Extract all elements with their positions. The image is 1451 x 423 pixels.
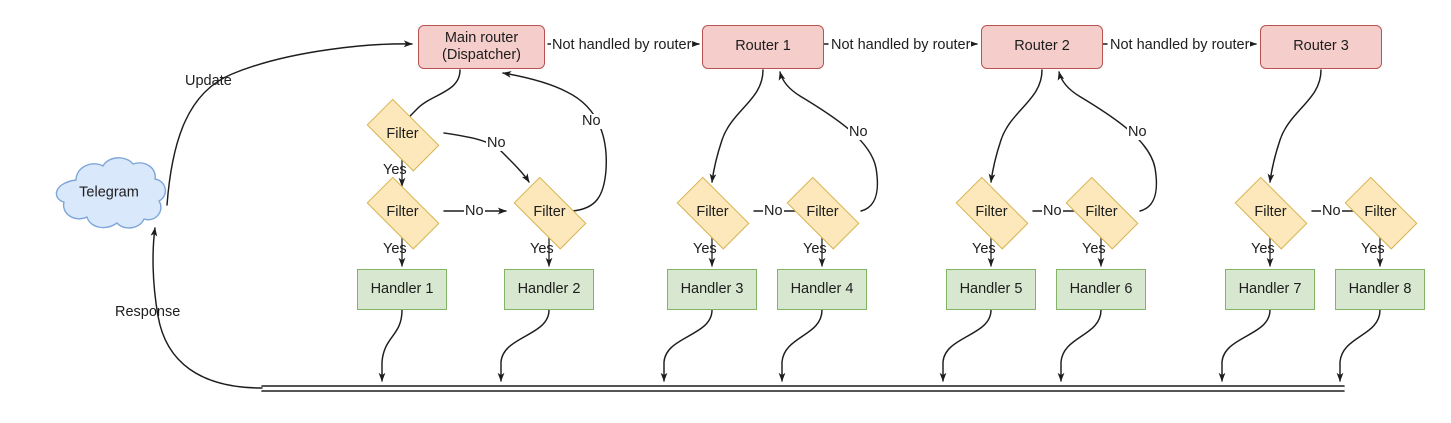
edge-label-not-handled-3: Not handled by router [1109, 37, 1251, 53]
handler-3[interactable]: Handler 3 [667, 269, 757, 310]
edge-label-no-1: No [486, 135, 507, 151]
router-1[interactable]: Router 1 [702, 25, 824, 69]
edge-handler4-to-bus [778, 309, 823, 382]
edge-label-no-5: No [763, 203, 784, 219]
filter-g[interactable]: Filter [1055, 176, 1148, 250]
edge-router1-to-filter-d [709, 69, 764, 183]
edge-handler7-to-bus [1218, 309, 1271, 382]
edge-label-no-8: No [1321, 203, 1342, 219]
edge-label-no-2: No [581, 113, 602, 129]
router-main-dispatcher[interactable]: Main router (Dispatcher) [418, 25, 545, 69]
edge-label-yes-7: Yes [1082, 241, 1106, 257]
edge-label-no-7: No [1042, 203, 1063, 219]
edge-label-yes-3: Yes [530, 241, 554, 257]
filter-f[interactable]: Filter [945, 176, 1038, 250]
edge-label-yes-1: Yes [383, 162, 407, 178]
edge-handler1-to-bus [378, 309, 403, 382]
filter-label: Filter [696, 204, 729, 221]
edge-label-yes-6: Yes [972, 241, 996, 257]
filter-a[interactable]: Filter [356, 98, 449, 172]
handler-1[interactable]: Handler 1 [357, 269, 447, 310]
filter-label: Filter [1085, 204, 1118, 221]
edge-label-yes-4: Yes [693, 241, 717, 257]
filter-label: Filter [1364, 204, 1397, 221]
filter-h[interactable]: Filter [1224, 176, 1317, 250]
edge-router3-to-filter-h [1267, 69, 1322, 183]
edge-label-no-4: No [848, 124, 869, 140]
cloud-shape [55, 157, 166, 229]
handler-2[interactable]: Handler 2 [504, 269, 594, 310]
filter-d[interactable]: Filter [666, 176, 759, 250]
edge-label-yes-5: Yes [803, 241, 827, 257]
edge-label-yes-9: Yes [1361, 241, 1385, 257]
filter-label: Filter [975, 204, 1008, 221]
handler-5[interactable]: Handler 5 [946, 269, 1036, 310]
edge-label-not-handled-2: Not handled by router [830, 37, 972, 53]
filter-label: Filter [806, 204, 839, 221]
filter-label: Filter [533, 204, 566, 221]
filter-i[interactable]: Filter [1334, 176, 1427, 250]
telegram-cloud: Telegram [48, 155, 170, 231]
filter-c[interactable]: Filter [356, 176, 449, 250]
filter-label: Filter [386, 126, 419, 143]
edge-handler8-to-bus [1336, 309, 1381, 382]
handler-6[interactable]: Handler 6 [1056, 269, 1146, 310]
edge-label-no-3: No [464, 203, 485, 219]
edge-label-update: Update [185, 73, 232, 89]
filter-b[interactable]: Filter [503, 176, 596, 250]
edge-handler3-to-bus [660, 309, 713, 382]
edge-handler5-to-bus [939, 309, 992, 382]
router-2[interactable]: Router 2 [981, 25, 1103, 69]
edge-handler2-to-bus [497, 309, 550, 382]
edge-label-not-handled-1: Not handled by router [551, 37, 693, 53]
edge-label-yes-8: Yes [1251, 241, 1275, 257]
handler-8[interactable]: Handler 8 [1335, 269, 1425, 310]
edge-label-no-6: No [1127, 124, 1148, 140]
filter-e[interactable]: Filter [776, 176, 869, 250]
handler-7[interactable]: Handler 7 [1225, 269, 1315, 310]
edge-router2-to-filter-f [988, 69, 1043, 183]
edge-label-response: Response [115, 304, 181, 320]
filter-label: Filter [386, 204, 419, 221]
handler-4[interactable]: Handler 4 [777, 269, 867, 310]
edge-label-yes-2: Yes [383, 241, 407, 257]
filter-label: Filter [1254, 204, 1287, 221]
router-3[interactable]: Router 3 [1260, 25, 1382, 69]
edge-handler6-to-bus [1057, 309, 1102, 382]
telegram-label: Telegram [79, 184, 139, 201]
